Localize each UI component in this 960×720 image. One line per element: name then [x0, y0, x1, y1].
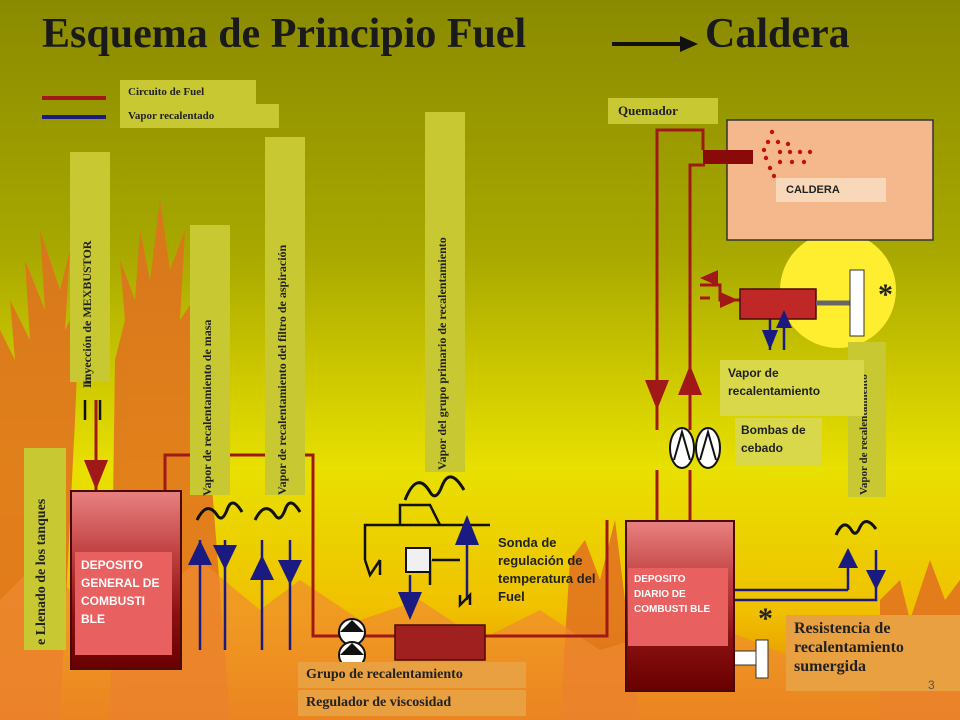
arrows — [84, 270, 886, 620]
pump-right — [669, 427, 721, 469]
caldera-label: CALDERA — [776, 178, 886, 202]
legend-fuel-label: Circuito de Fuel — [120, 80, 256, 104]
heater-group — [394, 624, 486, 661]
quemador-label: Quemador — [608, 98, 718, 124]
heater-right — [739, 288, 817, 320]
note-bombas: Bombas de cebado — [735, 418, 822, 466]
braces — [195, 475, 878, 536]
label-llenado: e Llenado de los tanques — [34, 498, 49, 645]
label-regulador: Regulador de viscosidad — [298, 690, 526, 716]
legend-vapor-label: Vapor recalentado — [120, 104, 279, 128]
label-vapor-masa: Vapor de recalentamiento de masa — [200, 319, 214, 496]
regulator-valve — [405, 547, 431, 573]
label-vapor-grupo: Vapor del grupo primario de recalentamie… — [435, 237, 449, 470]
label-resistencia: Resistencia de recalentamiento sumergida — [786, 615, 960, 691]
regulator-lines — [83, 400, 490, 609]
page-title-target: Caldera — [705, 11, 850, 57]
star-top: * — [878, 278, 893, 311]
page-title: Esquema de Principio Fuel — [42, 11, 527, 57]
label-grupo: Grupo de recalentamiento — [298, 662, 526, 688]
burner — [703, 150, 753, 164]
label-inyeccion: Inyección de MEXBUSTOR — [80, 240, 94, 385]
star-bottom: * — [758, 602, 773, 635]
label-vapor-filtro: Vapor de recalentamiento del filtro de a… — [275, 244, 289, 495]
flame-dots — [761, 129, 813, 179]
label-deposito-diario: DEPOSITO DIARIO DE COMBUSTI BLE — [628, 568, 728, 646]
label-inyeccion-prefix: In — [80, 376, 94, 388]
note-sonda: Sonda de regulación de temperatura del F… — [498, 535, 596, 604]
label-deposito-general: DEPOSITO GENERAL DE COMBUSTI BLE — [75, 552, 172, 655]
page-number: 3 — [928, 678, 935, 692]
note-vapor-recal: Vapor de recalentamiento — [720, 360, 864, 416]
